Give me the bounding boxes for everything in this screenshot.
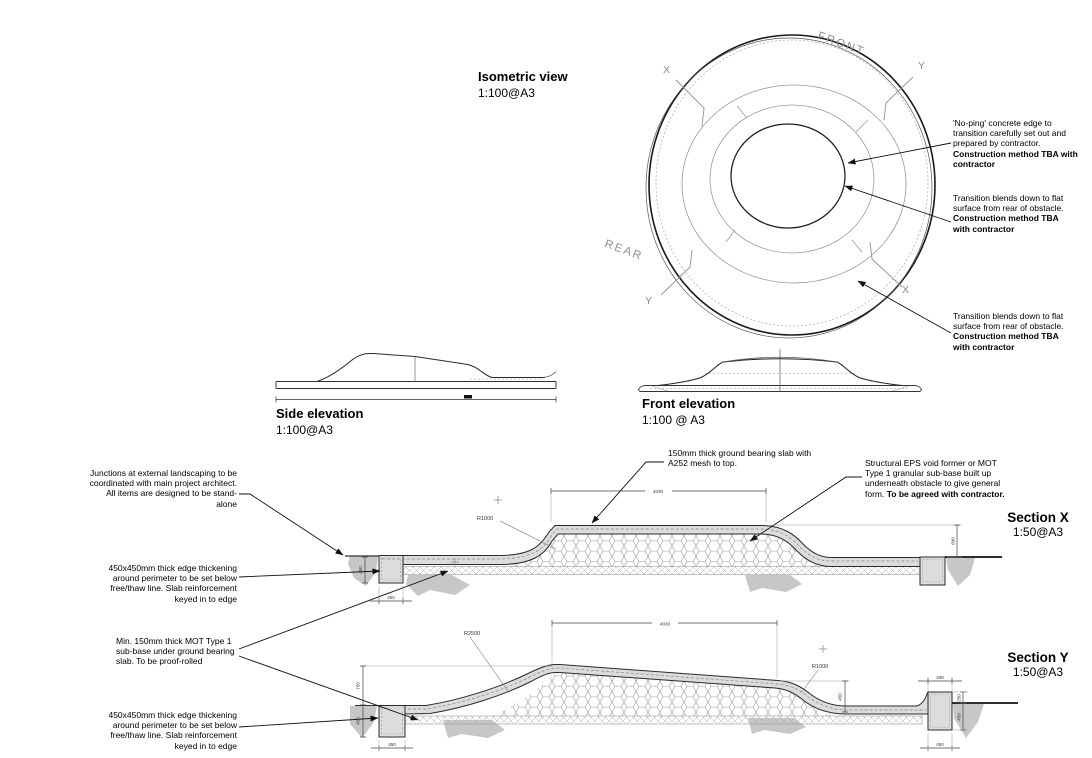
section-x-edge-width-dim: 450: [387, 595, 395, 600]
section-y-mid-height-dim: 450: [838, 693, 843, 701]
edge-thickening-left: [378, 555, 404, 584]
annotation-bold-text: Construction method TBA with contractor: [953, 213, 1059, 234]
annotation-no-ping-edge: 'No-ping' concrete edge to transition ca…: [953, 118, 1085, 169]
annotation-text: Structural EPS void former or MOT Type 1…: [865, 458, 1001, 499]
annotation-junctions: Junctions at external landscaping to be …: [89, 468, 237, 509]
section-y-upstand-height-dim: 250: [957, 694, 962, 702]
eps-void-former: [505, 534, 820, 567]
annotation-bold-text: Construction method TBA with contractor: [953, 331, 1059, 352]
section-y-radius-right-label: R1000: [812, 664, 828, 670]
edge-thickening-left-y: [378, 705, 406, 738]
section-y-edge-width-dim: 450: [388, 742, 396, 747]
side-elevation-title: Side elevation: [276, 406, 364, 421]
section-x-title: Section X: [1007, 510, 1069, 525]
front-elevation-title: Front elevation: [642, 396, 736, 411]
edge-thickening-right: [919, 556, 946, 586]
section-y-dimensions: [360, 620, 968, 751]
section-y-right-width-dim: 450: [936, 742, 944, 747]
section-y-edge-depth-dim: 450: [356, 717, 361, 725]
annotation-bold-text: To be agreed with contractor.: [886, 488, 1005, 499]
annotation-eps-void-former: Structural EPS void former or MOT Type 1…: [865, 458, 1010, 499]
eps-void-former-y: [492, 672, 834, 716]
annotation-edge-thickening-y: 450x450mm thick edge thickening around p…: [108, 710, 237, 751]
isometric-annotation-arrows: [844, 142, 952, 334]
side-elevation-drawing: [275, 353, 557, 403]
section-x-scale: 1:50@A3: [1012, 525, 1064, 539]
annotation-text: 'No-ping' concrete edge to transition ca…: [953, 118, 1066, 149]
annotation-transition-upper: Transition blends down to flat surface f…: [953, 193, 1073, 234]
subbase-layer: [402, 566, 921, 575]
section-x-height-dim: 600: [951, 537, 956, 545]
annotation-ground-bearing-slab: 150mm thick ground bearing slab with A25…: [668, 448, 812, 469]
section-x-drawing: 4030 450 450 600 R1000: [238, 461, 1002, 650]
section-y-title: Section Y: [1007, 650, 1069, 665]
annotation-transition-lower: Transition blends down to flat surface f…: [953, 311, 1073, 352]
section-y-top-dim: 4030: [660, 622, 671, 627]
section-y-marker-label-top: Y: [918, 60, 926, 72]
annotation-text: Transition blends down to flat surface f…: [953, 193, 1064, 214]
section-x-radius-label: R1000: [477, 516, 493, 522]
section-y-scale: 1:50@A3: [1012, 665, 1064, 679]
section-x-top-dim: 4030: [653, 489, 664, 494]
front-elevation-scale: 1:100 @ A3: [642, 413, 705, 427]
section-y-leaders: [238, 655, 419, 728]
ring-connector-lines: [725, 105, 869, 253]
section-y-upstand-width-dim: 200: [936, 675, 944, 680]
section-y-drawing: 4030 750 450 450 450 200 250 450 450 R25…: [238, 620, 1018, 751]
annotation-edge-thickening-x: 450x450mm thick edge thickening around p…: [108, 563, 237, 604]
side-elevation-marker: [464, 395, 472, 399]
section-y-marker-label-bottom: Y: [645, 295, 653, 307]
isometric-view-scale: 1:100@A3: [478, 86, 535, 100]
concrete-slab-y: [404, 664, 929, 715]
section-y-radius-left-label: R2500: [464, 631, 480, 637]
section-x-edge-depth-dim: 450: [358, 566, 363, 574]
isometric-view-drawing: [645, 34, 952, 339]
section-y-peak-height-dim: 750: [356, 682, 361, 690]
edge-upstand-right-y: [927, 691, 953, 731]
mesh-dashed-line-y: [408, 667, 926, 711]
section-x-label-block: Section X 1:50@A3: [990, 510, 1086, 539]
annotation-min-subbase: Min. 150mm thick MOT Type 1 sub-base und…: [116, 636, 235, 667]
annotation-text: Transition blends down to flat surface f…: [953, 311, 1064, 332]
section-x-dimensions: [362, 488, 962, 604]
subbase-layer-y: [404, 715, 923, 725]
section-y-label-block: Section Y 1:50@A3: [990, 650, 1086, 679]
section-y-right-depth-dim: 450: [957, 713, 962, 721]
isometric-view-title: Isometric view: [478, 69, 568, 84]
side-elevation-scale: 1:100@A3: [276, 423, 333, 437]
section-cut-markers: [660, 76, 914, 296]
front-elevation-drawing: [638, 349, 922, 392]
section-x-marker-label-top: X: [663, 64, 671, 76]
section-x-marker-label-bottom: X: [902, 284, 910, 296]
annotation-bold-text: Construction method TBA with contractor: [953, 148, 1078, 169]
section-x-leaders: [238, 461, 862, 650]
mesh-dashed-line: [382, 528, 918, 562]
